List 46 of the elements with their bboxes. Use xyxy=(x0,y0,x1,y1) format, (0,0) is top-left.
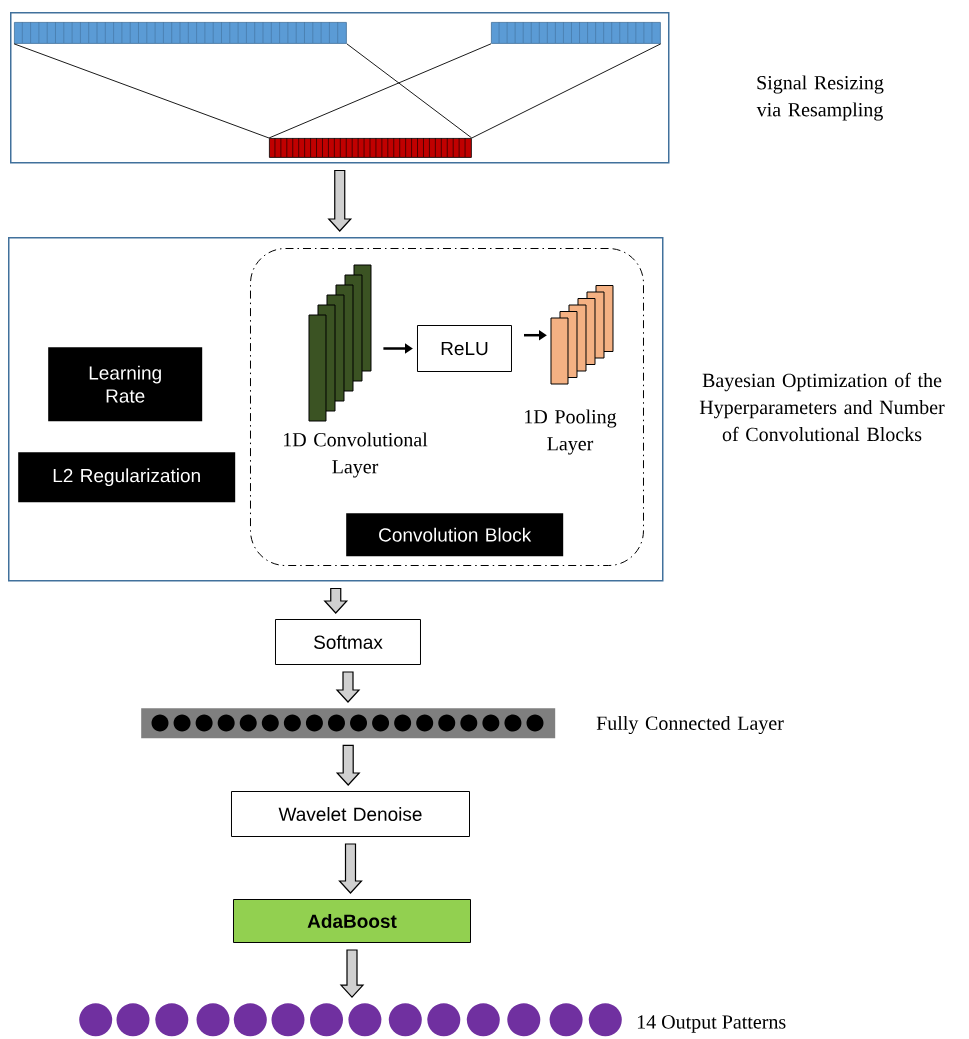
classifier-box: AdaBoost xyxy=(233,899,471,943)
mapping-line xyxy=(13,43,270,139)
output-circle xyxy=(196,1003,230,1037)
output-circle xyxy=(466,1003,500,1037)
fully-connected-layer xyxy=(141,708,556,739)
process-box: ReLU xyxy=(417,325,512,372)
label-box: Convolution Block xyxy=(346,513,564,557)
block-arrow xyxy=(338,843,363,894)
panel-frame xyxy=(8,237,664,582)
mapping-line xyxy=(268,43,492,139)
output-circle xyxy=(310,1003,343,1037)
block-arrow xyxy=(335,744,361,786)
side-caption: Signal Resizing via Resampling xyxy=(756,75,884,121)
output-circle xyxy=(271,1003,305,1037)
panel-frame xyxy=(10,12,670,164)
process-box: Softmax xyxy=(275,619,421,665)
label-box: Learning Rate xyxy=(48,347,203,422)
side-caption: 1D Convolutional Layer xyxy=(284,432,428,478)
label-box: L2 Regularization xyxy=(18,452,236,503)
signal-strip xyxy=(491,21,661,44)
block-arrow xyxy=(323,587,349,614)
convolution-block-frame xyxy=(250,248,644,566)
pooling-layer-stack xyxy=(550,285,614,385)
block-arrow xyxy=(339,949,365,998)
output-circle xyxy=(116,1003,150,1037)
output-circle xyxy=(549,1003,583,1037)
output-circle xyxy=(233,1003,267,1037)
output-circle xyxy=(155,1003,189,1037)
convolution-layer-stack xyxy=(308,264,372,422)
side-caption: Bayesian Optimization of the Hyperparameters and Number of Convolutional Blocks xyxy=(699,372,945,442)
block-arrow xyxy=(327,169,353,232)
output-circle xyxy=(388,1003,422,1037)
mapping-line xyxy=(346,43,473,139)
output-circle xyxy=(427,1003,461,1037)
side-caption: Fully Connected Layer xyxy=(596,715,784,735)
signal-strip xyxy=(14,21,347,44)
output-circle xyxy=(507,1003,541,1037)
side-caption: 1D Pooling Layer xyxy=(525,409,617,455)
output-circle xyxy=(588,1003,622,1037)
process-box: Wavelet Denoise xyxy=(231,791,470,837)
mapping-line xyxy=(471,43,662,139)
block-arrow xyxy=(335,671,361,703)
resampled-strip xyxy=(269,137,472,158)
output-circle xyxy=(348,1003,382,1037)
output-label: 14 Output Patterns xyxy=(637,1015,786,1033)
output-circle xyxy=(79,1003,113,1037)
